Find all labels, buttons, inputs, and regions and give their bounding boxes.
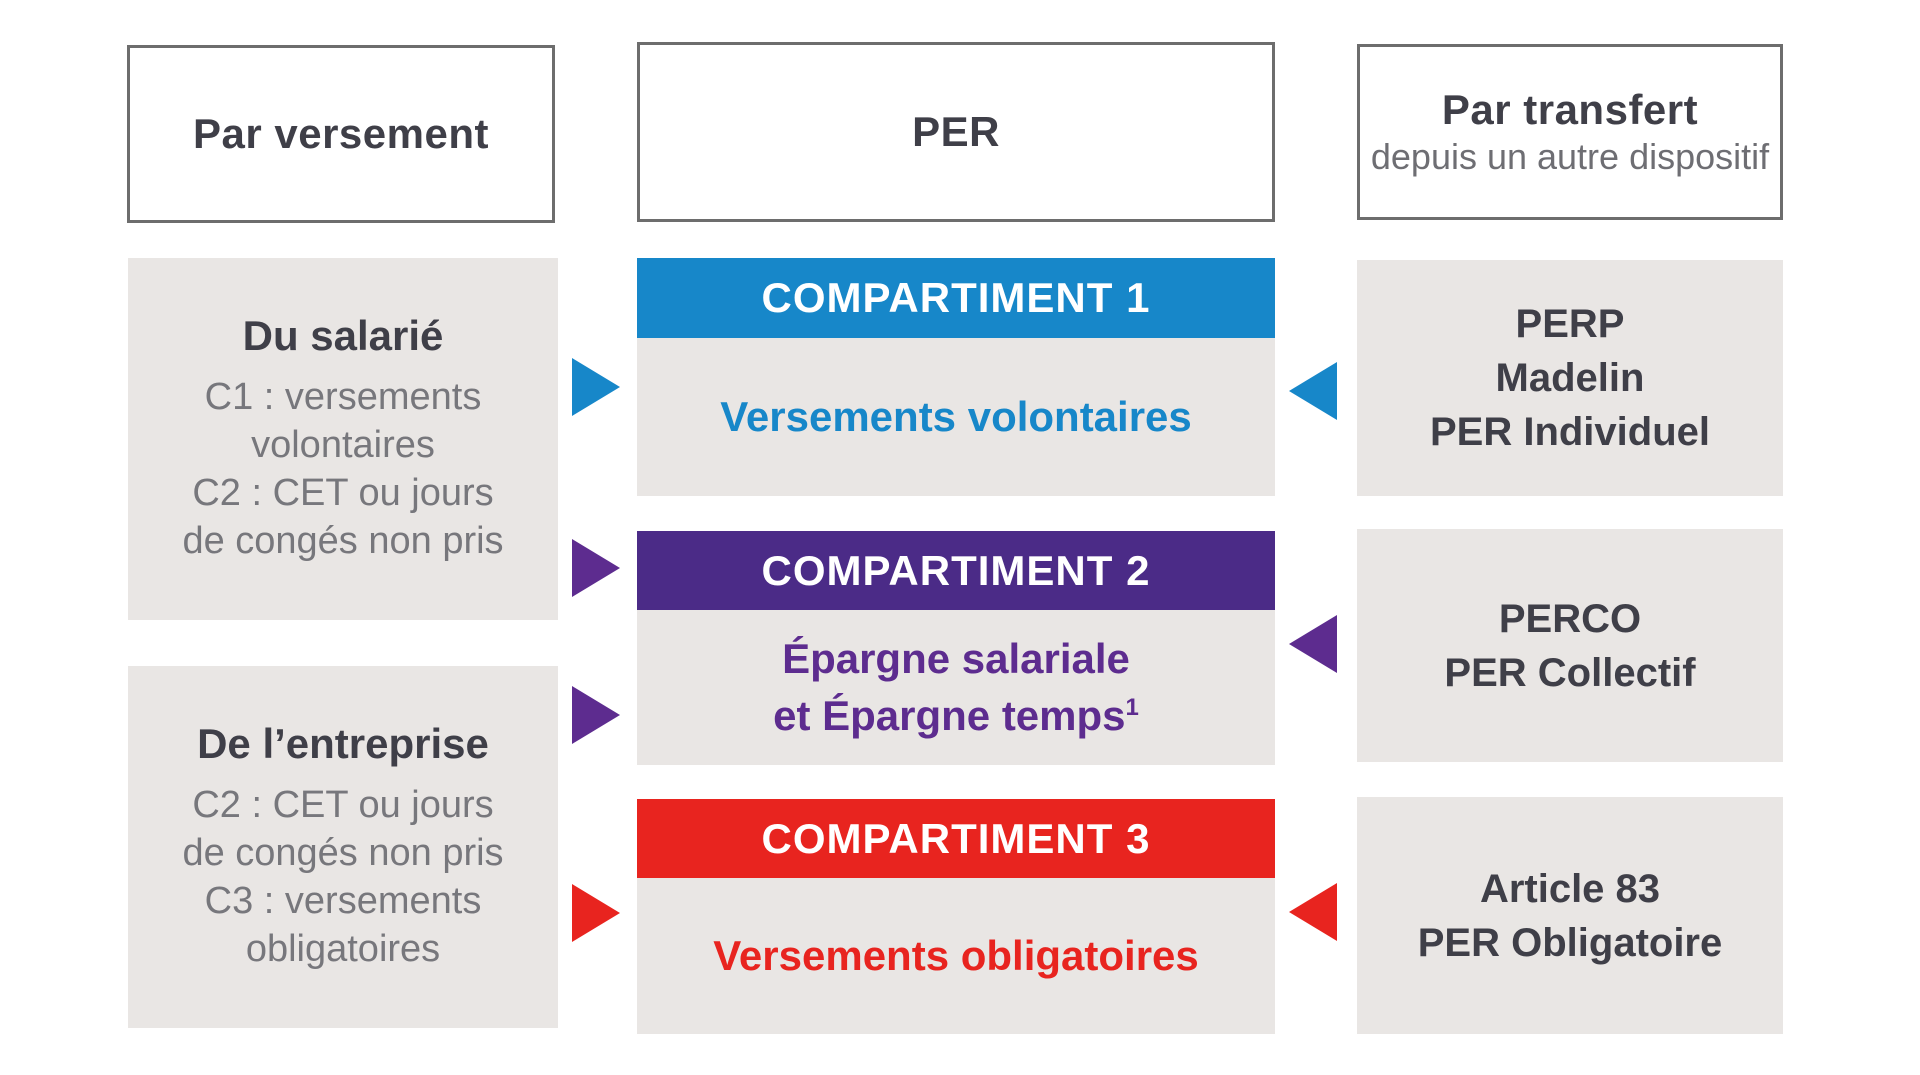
compartment-3-body: Versements obligatoires bbox=[637, 878, 1275, 1034]
arrow-perco-to-compartment2-icon bbox=[1289, 615, 1337, 673]
compartment-3-banner: COMPARTIMENT 3 bbox=[637, 799, 1275, 878]
arrow-salarie-to-compartment1-icon bbox=[572, 358, 620, 416]
source-box-de-l-entreprise: De l’entreprise C2 : CET ou jours de con… bbox=[128, 666, 558, 1028]
arrow-salarie-to-compartment2-icon bbox=[572, 539, 620, 597]
compartment-1-body-text: Versements volontaires bbox=[720, 392, 1192, 440]
header-par-versement: Par versement bbox=[127, 45, 555, 223]
header-par-versement-title: Par versement bbox=[192, 110, 489, 157]
header-par-transfert-subtitle: depuis un autre dispositif bbox=[1370, 135, 1770, 177]
compartment-2-banner: COMPARTIMENT 2 bbox=[637, 531, 1275, 610]
source-line: C3 : versements bbox=[204, 880, 482, 922]
arrow-entreprise-to-compartment2-icon bbox=[572, 686, 620, 744]
transfer-box-article-83: Article 83 PER Obligatoire bbox=[1357, 797, 1783, 1034]
transfer-line: PER Collectif bbox=[1444, 650, 1696, 695]
source-line: volontaires bbox=[251, 424, 435, 467]
compartment-2-body-text-line2: et Épargne temps1 bbox=[773, 688, 1139, 745]
source-box-du-salarie: Du salarié C1 : versements volontaires C… bbox=[128, 258, 558, 620]
compartment-1-banner: COMPARTIMENT 1 bbox=[637, 258, 1275, 338]
transfer-line: PER Obligatoire bbox=[1417, 920, 1723, 965]
source-line: obligatoires bbox=[245, 927, 441, 970]
header-per-title: PER bbox=[912, 108, 1000, 155]
transfer-line: Article 83 bbox=[1479, 866, 1661, 911]
transfer-line: PERCO bbox=[1498, 596, 1642, 641]
header-per: PER bbox=[637, 42, 1275, 222]
source-title: Du salarié bbox=[242, 312, 444, 360]
header-par-transfert-title: Par transfert bbox=[1441, 85, 1699, 133]
source-line: de congés non pris bbox=[182, 832, 504, 875]
source-title: De l’entreprise bbox=[197, 720, 489, 768]
transfer-line: PERP bbox=[1515, 302, 1625, 346]
source-line: C1 : versements bbox=[204, 376, 482, 419]
source-line: de congés non pris bbox=[182, 519, 504, 562]
transfer-line: Madelin bbox=[1495, 356, 1645, 400]
compartment-3-body-text: Versements obligatoires bbox=[713, 931, 1199, 979]
arrow-article83-to-compartment3-icon bbox=[1289, 883, 1337, 941]
transfer-box-perp: PERP Madelin PER Individuel bbox=[1357, 260, 1783, 496]
compartment-1-body: Versements volontaires bbox=[637, 338, 1275, 496]
arrow-perp-to-compartment1-icon bbox=[1289, 362, 1337, 420]
transfer-box-perco: PERCO PER Collectif bbox=[1357, 529, 1783, 762]
arrow-entreprise-to-compartment3-icon bbox=[572, 884, 620, 942]
compartment-2-body-text: et Épargne temps bbox=[773, 691, 1126, 739]
source-line: C2 : CET ou jours bbox=[192, 784, 494, 827]
compartment-2-body-text-line1: Épargne salariale bbox=[782, 634, 1130, 682]
header-par-transfert: Par transfert depuis un autre dispositif bbox=[1357, 44, 1783, 220]
compartment-2-body: Épargne salariale et Épargne temps1 bbox=[637, 610, 1275, 765]
transfer-line: PER Individuel bbox=[1429, 410, 1711, 454]
footnote-marker: 1 bbox=[1125, 693, 1139, 721]
source-line: C2 : CET ou jours bbox=[192, 472, 494, 514]
